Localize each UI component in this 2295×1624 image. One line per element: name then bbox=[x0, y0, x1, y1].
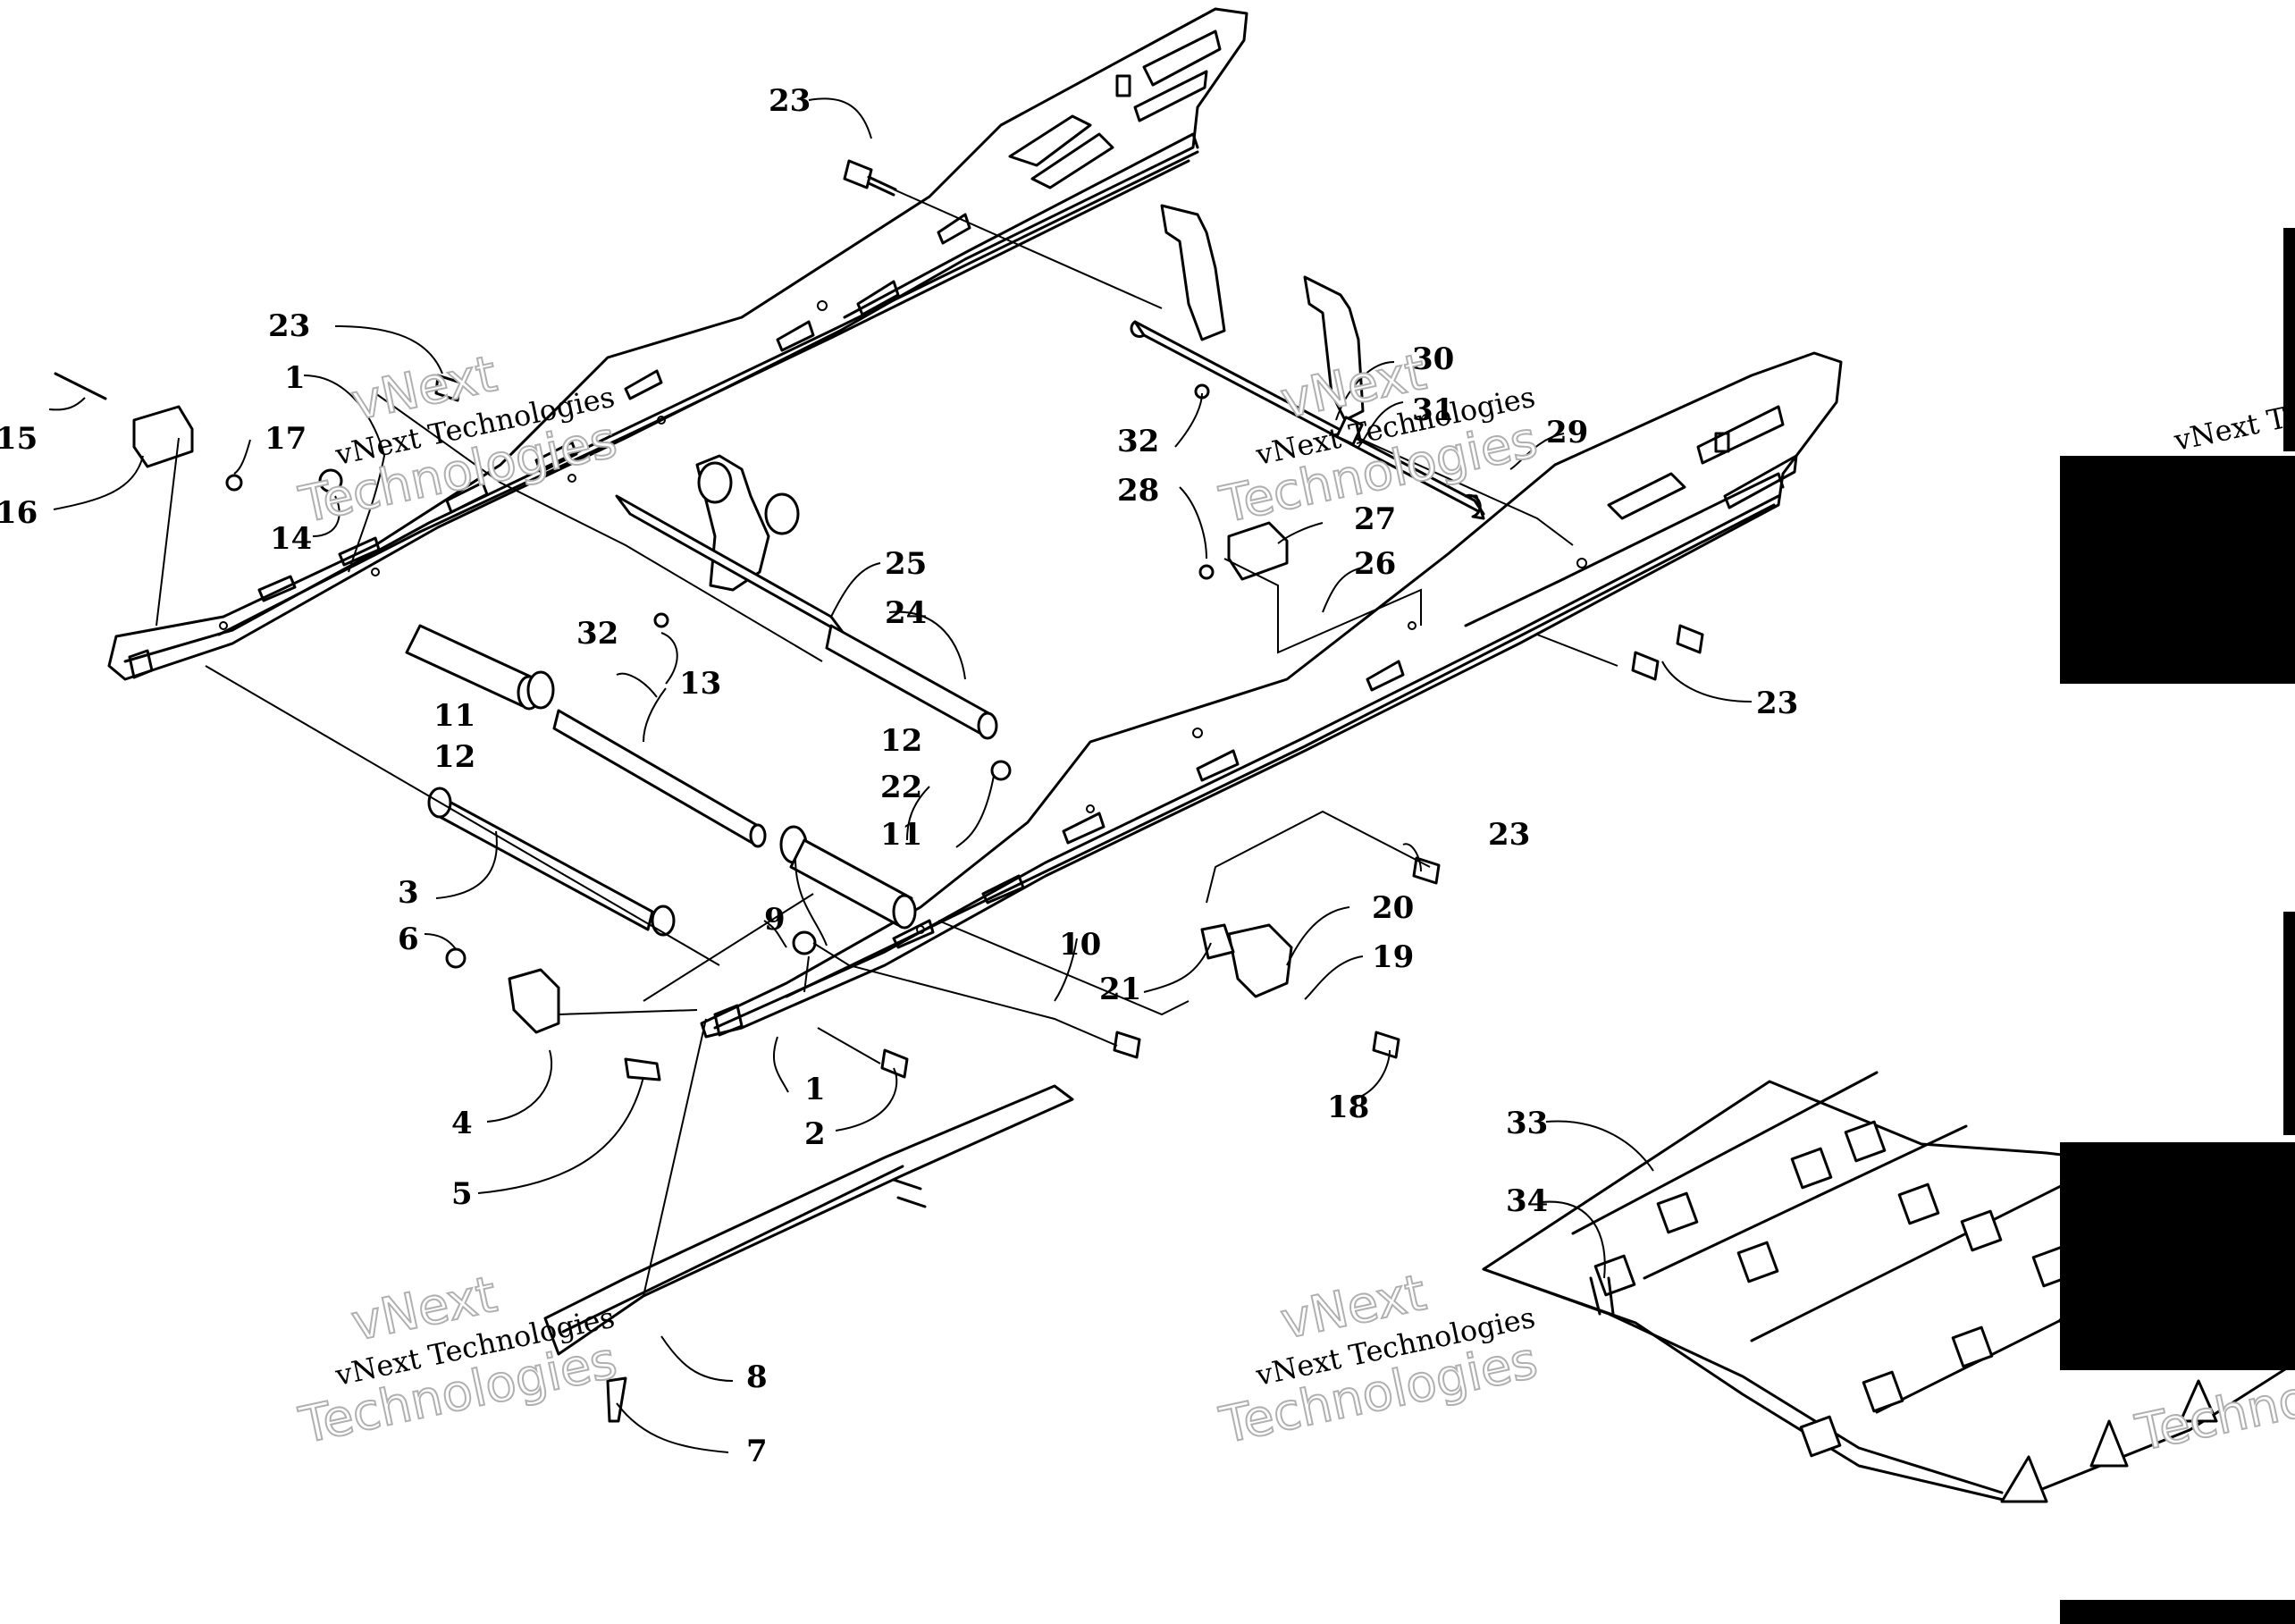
callout-16: 16 bbox=[0, 495, 38, 531]
callout-27: 27 bbox=[1354, 501, 1396, 537]
callout-8: 8 bbox=[746, 1359, 768, 1395]
callout-11-left: 11 bbox=[433, 698, 475, 734]
callout-30: 30 bbox=[1412, 341, 1454, 377]
leader-lines bbox=[156, 189, 1618, 1297]
callout-32-right: 32 bbox=[1117, 424, 1159, 459]
callout-29: 29 bbox=[1546, 415, 1588, 450]
callout-28: 28 bbox=[1117, 473, 1159, 509]
callout-13: 13 bbox=[679, 666, 721, 702]
rear-mount-bracket-assembly bbox=[1130, 204, 1485, 520]
callout-5: 5 bbox=[451, 1176, 473, 1212]
callout-6: 6 bbox=[398, 921, 419, 957]
watermark-small-cut: vNext Te bbox=[2170, 398, 2295, 458]
callout-11-mid: 11 bbox=[880, 817, 922, 853]
callout-12-left: 12 bbox=[433, 739, 475, 775]
callout-34: 34 bbox=[1506, 1183, 1548, 1219]
callout-32-left: 32 bbox=[576, 616, 618, 652]
callout-10: 10 bbox=[1059, 927, 1101, 963]
redaction-blocks bbox=[2060, 228, 2295, 1624]
callout-23-right: 23 bbox=[1756, 686, 1798, 721]
callout-23-left: 23 bbox=[268, 308, 310, 344]
idler-shafts-and-spacers bbox=[405, 624, 917, 937]
callout-26: 26 bbox=[1354, 546, 1396, 582]
left-side-rail bbox=[107, 7, 1248, 681]
callout-2: 2 bbox=[804, 1116, 826, 1152]
callout-18: 18 bbox=[1327, 1090, 1369, 1125]
callout-4: 4 bbox=[451, 1106, 473, 1141]
watermarks: vNext vNext Technologies Technologies vN… bbox=[293, 342, 2295, 1464]
callout-9: 9 bbox=[764, 902, 786, 938]
callout-1-bottom: 1 bbox=[804, 1072, 826, 1107]
callout-24: 24 bbox=[885, 595, 927, 631]
callout-labels: 23 23 1 15 17 16 14 30 31 29 32 28 27 26… bbox=[0, 83, 1798, 1469]
callout-7: 7 bbox=[746, 1434, 768, 1469]
front-mount-bracket-assembly bbox=[615, 454, 998, 740]
callout-23-mid: 23 bbox=[1488, 817, 1530, 853]
right-side-rail bbox=[700, 351, 1843, 1039]
callout-21: 21 bbox=[1099, 972, 1141, 1007]
callout-31: 31 bbox=[1412, 392, 1454, 428]
blocks-and-wearstrip bbox=[132, 405, 1293, 1423]
callout-3: 3 bbox=[398, 875, 419, 911]
callout-14: 14 bbox=[270, 521, 312, 557]
callout-25: 25 bbox=[885, 546, 927, 582]
callout-33: 33 bbox=[1506, 1106, 1548, 1141]
callout-20: 20 bbox=[1372, 890, 1414, 926]
callout-23-top: 23 bbox=[769, 83, 811, 119]
callout-17: 17 bbox=[265, 421, 307, 457]
callout-19: 19 bbox=[1372, 939, 1414, 975]
callout-1-top: 1 bbox=[284, 360, 306, 396]
callout-leaders bbox=[48, 97, 1753, 1453]
callout-15: 15 bbox=[0, 421, 38, 457]
callout-12-mid: 12 bbox=[880, 723, 922, 759]
callout-22: 22 bbox=[880, 770, 922, 805]
